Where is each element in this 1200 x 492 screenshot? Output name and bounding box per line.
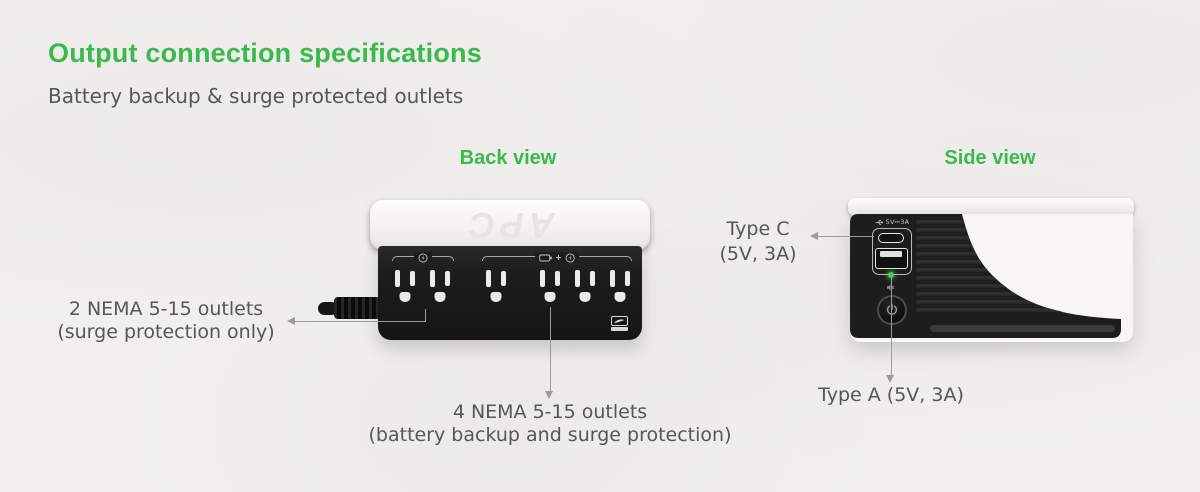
usb-a-contact-tab — [880, 251, 902, 257]
arrowhead-left — [287, 317, 295, 325]
outlet-slot — [610, 270, 615, 287]
side-panel-graphic — [850, 214, 1133, 342]
callout-label: 4 NEMA 5-15 outlets (battery backup and … — [368, 401, 732, 446]
outlet-ground-hole — [399, 292, 411, 302]
page-subtitle: Battery backup & surge protected outlets — [48, 84, 464, 108]
surge-icon — [418, 252, 428, 263]
nema-outlet-battery-2 — [535, 270, 565, 306]
outlet-slot — [445, 271, 450, 286]
certification-logo-swoosh — [614, 318, 625, 323]
callout-line — [818, 236, 874, 238]
power-button — [877, 295, 907, 325]
power-cord — [318, 302, 338, 315]
arrowhead-down — [886, 375, 894, 383]
ups-back-view: APC + — [370, 200, 650, 345]
outlet-slot — [395, 270, 400, 287]
usb-c-port — [878, 233, 904, 243]
device-back-panel: + — [378, 246, 642, 340]
ups-side-view: 5V⎓3A — [848, 198, 1134, 348]
callout-line — [295, 321, 425, 323]
side-view-label: Side view — [944, 147, 1036, 169]
brand-logo: APC — [464, 205, 556, 246]
callout-label: Type A (5V, 3A) — [818, 384, 964, 406]
outlet-slot — [625, 271, 630, 286]
nema-outlet-surge-2 — [425, 270, 455, 306]
outlet-slot — [430, 270, 435, 287]
nema-outlet-battery-3 — [570, 270, 600, 306]
outlet-ground-hole — [614, 292, 626, 302]
plus-sign: + — [555, 252, 562, 262]
nema-outlet-surge-1 — [390, 270, 420, 306]
arrowhead-down — [545, 391, 553, 399]
surge-outlet-group-bracket — [392, 252, 454, 263]
nema-outlet-battery-1 — [481, 270, 511, 306]
outlet-slot — [540, 270, 545, 287]
outlet-ground-hole — [544, 292, 556, 302]
power-icon — [886, 303, 898, 315]
base-groove — [930, 325, 1115, 332]
page-title: Output connection specifications — [48, 38, 482, 68]
outlet-ground-hole — [434, 292, 446, 302]
outlet-ground-hole — [490, 292, 502, 302]
surge-icon — [565, 252, 575, 263]
callout-label: Type C (5V, 3A) — [719, 218, 797, 265]
usb-icon — [875, 220, 883, 225]
callout-line — [424, 309, 426, 322]
callout-label: 2 NEMA 5-15 outlets (surge protection on… — [57, 298, 275, 343]
outlet-slot — [555, 271, 560, 286]
device-side-panel — [850, 214, 1133, 342]
battery-outlet-group-bracket: + — [482, 252, 632, 263]
battery-icon — [539, 254, 552, 261]
device-top-cap: APC — [370, 200, 650, 250]
nema-outlet-battery-4 — [605, 270, 635, 306]
mute-icon — [887, 284, 895, 291]
arrowhead-left — [810, 232, 818, 240]
outlet-slot — [575, 270, 580, 287]
outlet-slot — [486, 270, 491, 287]
back-view-label: Back view — [459, 147, 557, 169]
callout-line — [890, 273, 892, 375]
outlet-slot — [501, 271, 506, 286]
outlet-slot — [410, 271, 415, 286]
usb-a-port — [875, 248, 908, 269]
power-cord-strain-relief — [334, 297, 382, 319]
outlet-ground-hole — [579, 292, 591, 302]
certification-mark — [611, 316, 628, 331]
device-top-cap — [848, 198, 1134, 216]
usb-rating-label: 5V⎓3A — [860, 218, 924, 227]
callout-line — [549, 307, 551, 391]
outlet-slot — [590, 271, 595, 286]
